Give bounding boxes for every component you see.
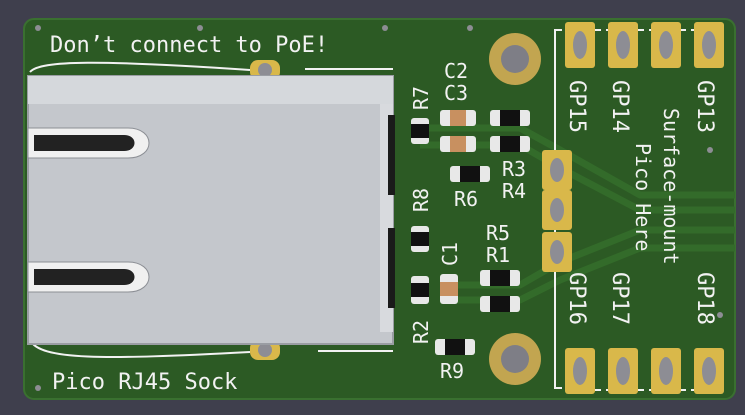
pin-label-gp17: GP17	[607, 272, 632, 325]
smd-r9	[435, 339, 475, 355]
smd-r6	[450, 166, 490, 182]
pico-pads-top	[565, 22, 724, 68]
label-c3: C3	[444, 81, 468, 105]
smd-r4	[490, 136, 530, 152]
poe-warning-text: Don’t connect to PoE!	[50, 33, 328, 58]
label-r6: R6	[454, 187, 478, 211]
label-r1: R1	[486, 243, 510, 267]
label-r8: R8	[409, 188, 433, 212]
debug-pads	[542, 150, 572, 272]
smd-r2	[411, 276, 429, 304]
label-c1: C1	[438, 242, 462, 266]
pin-label-gp16: GP16	[564, 272, 589, 325]
pin-label-gp15: GP15	[564, 80, 589, 133]
label-r7: R7	[409, 86, 433, 110]
label-r4: R4	[502, 179, 526, 203]
pin-label-gp13: GP13	[692, 80, 717, 133]
pin-label-gp18: GP18	[692, 272, 717, 325]
label-r3: R3	[502, 157, 526, 181]
pico-pads-bottom	[565, 348, 724, 394]
board-title-text: Pico RJ45 Sock	[52, 370, 237, 395]
mounting-hole-top	[489, 33, 541, 85]
label-r9: R9	[440, 359, 464, 383]
label-r2: R2	[409, 320, 433, 344]
smd-c2	[440, 110, 476, 126]
mounting-hole-bottom	[489, 333, 541, 385]
pin-label-gp14: GP14	[607, 80, 632, 133]
label-r5: R5	[486, 221, 510, 245]
pico-note-line1: Surface-mount	[659, 108, 683, 265]
rj45-jack	[27, 60, 395, 360]
smd-r8	[411, 226, 429, 252]
label-c2: C2	[444, 59, 468, 83]
smd-c1	[440, 274, 458, 304]
smd-r7	[411, 118, 429, 144]
smd-c3	[440, 136, 476, 152]
smd-r5	[480, 270, 520, 286]
pico-note-line2: Pico Here	[631, 143, 655, 251]
smd-r1	[480, 296, 520, 312]
smd-r3	[490, 110, 530, 126]
